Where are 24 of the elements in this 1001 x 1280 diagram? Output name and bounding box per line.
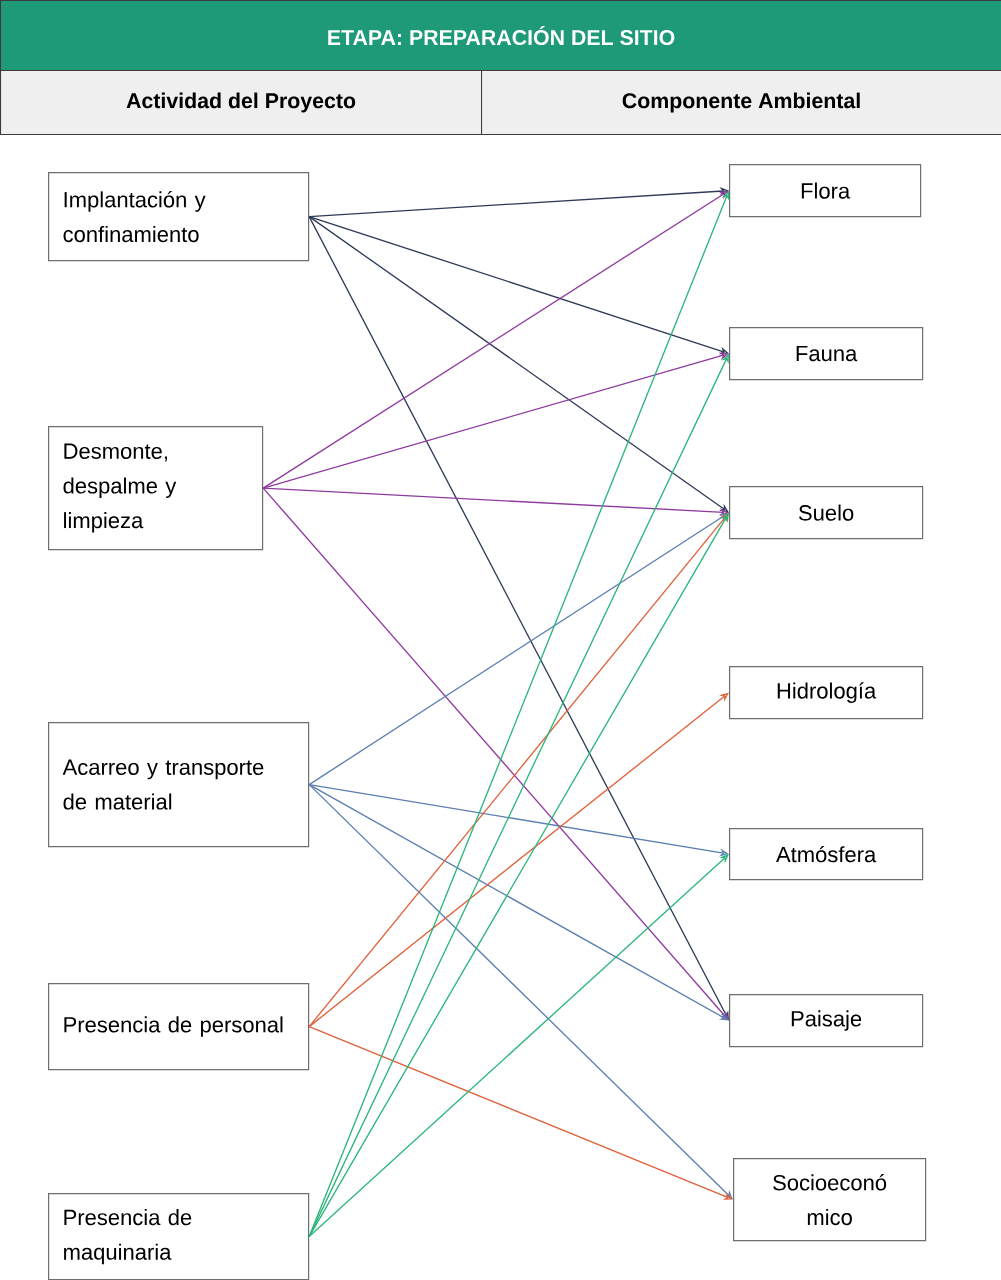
component-box: Atmósfera [729,828,924,881]
component-box: Paisaje [729,994,924,1048]
activity-box: Presencia de personal [48,983,310,1071]
arrow [308,512,729,786]
arrow [308,783,729,1021]
arrow [308,854,729,1238]
arrow [308,215,729,513]
component-box: Suelo [729,486,924,540]
arrow [262,190,729,489]
component-box: Socioeconó mico [733,1158,927,1242]
arrow [262,352,729,489]
arrow [308,215,729,355]
activity-box: Acarreo y transporte de material [48,722,310,848]
arrow [308,783,733,1200]
activity-box: Implantación y confinamiento [48,172,310,262]
activity-box: Desmonte, despalme y limpieza [48,426,264,551]
arrow [308,1025,733,1200]
component-box: Hidrología [729,666,924,720]
activity-box: Presencia de maquinaria [48,1193,310,1280]
component-box: Flora [729,164,922,218]
title-band: ETAPA: PREPARACIÓN DEL SITIO [0,0,1001,72]
component-box: Fauna [729,327,924,381]
table-header-cell: Componente Ambiental [481,70,1001,136]
table-header-cell: Actividad del Proyecto [0,70,483,136]
